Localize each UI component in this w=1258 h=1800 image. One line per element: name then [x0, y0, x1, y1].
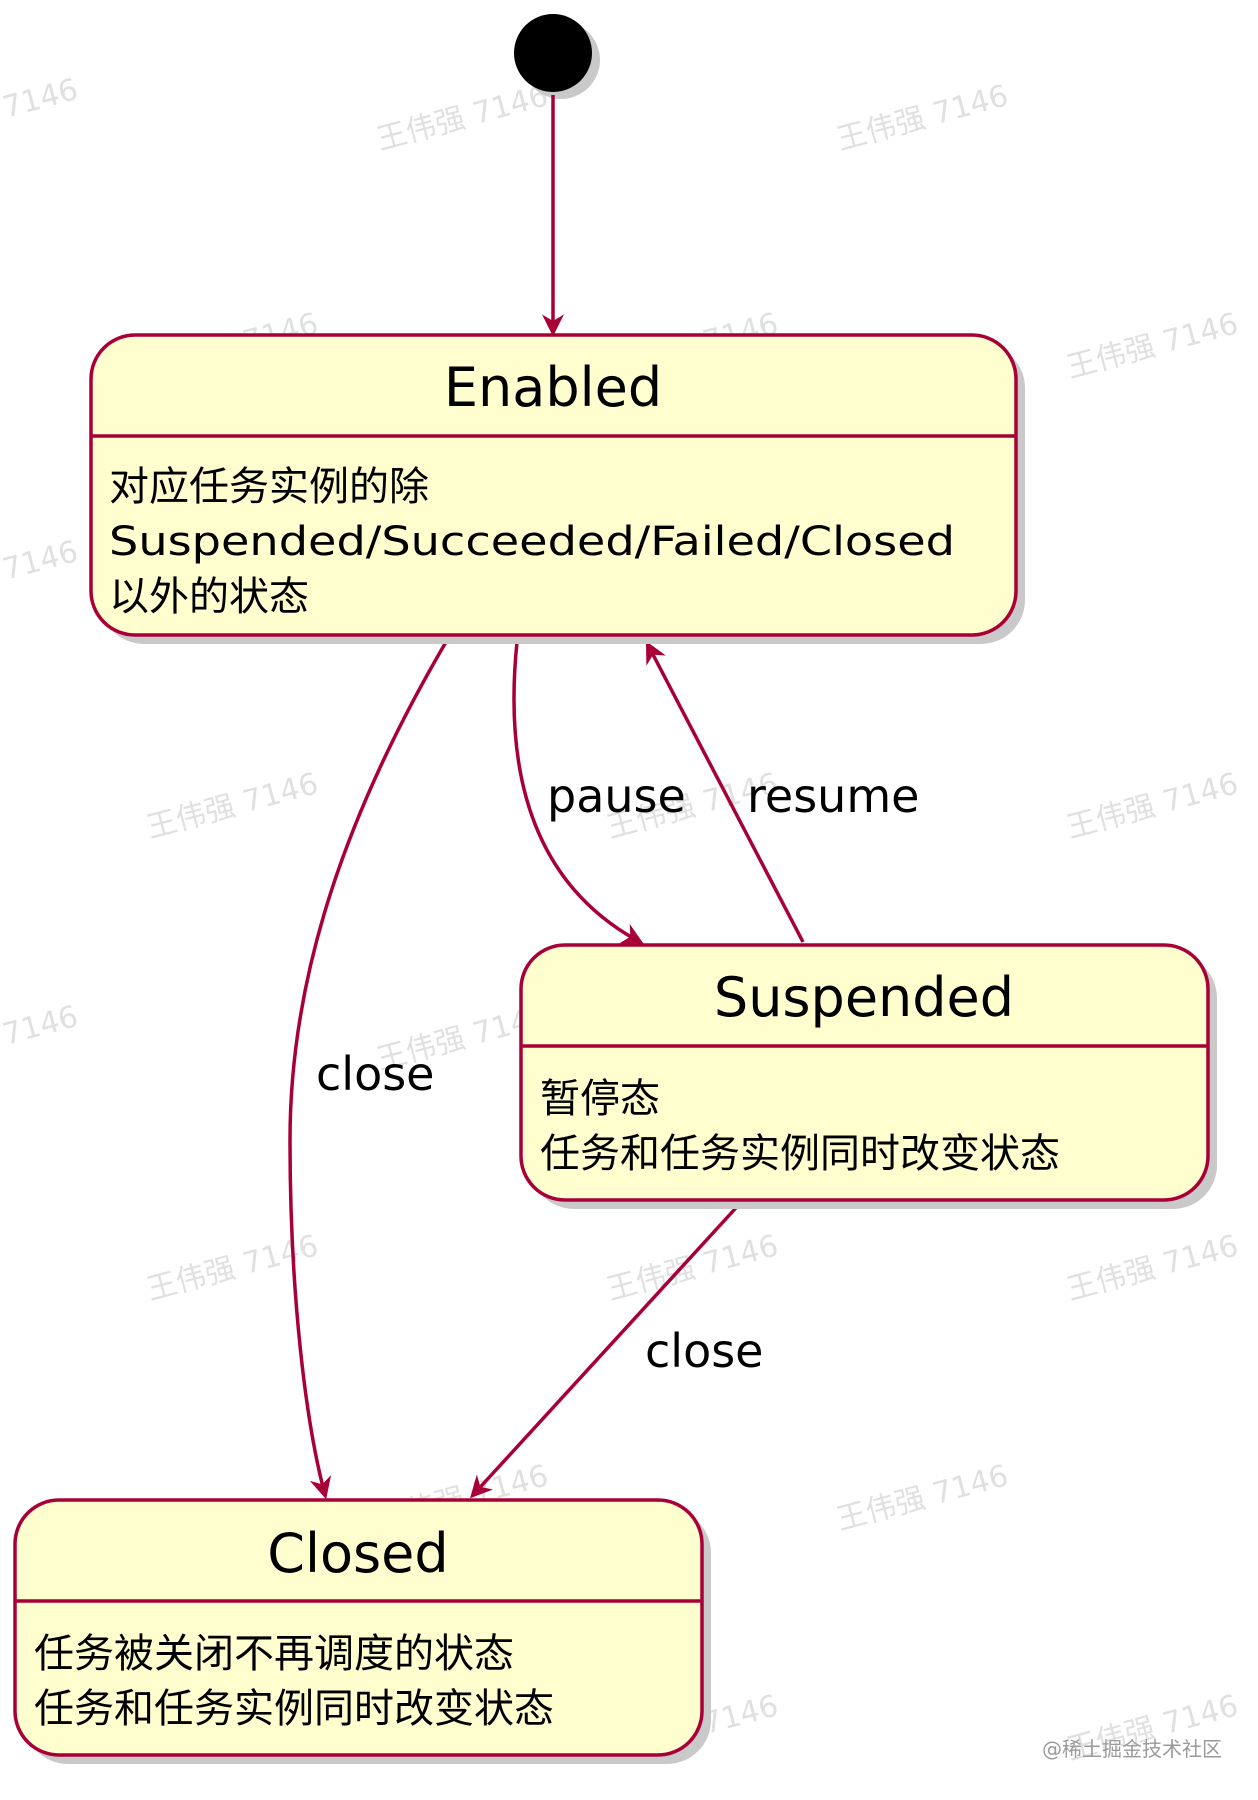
state-enabled-desc-line: Suspended/Succeeded/Failed/Closed [109, 519, 955, 565]
watermark-text: 7146 [0, 534, 82, 588]
state-enabled-desc-line: 对应任务实例的除 [109, 464, 429, 510]
state-closed-box [13, 1498, 704, 1757]
watermark-text: 王伟强 7146 [603, 1228, 782, 1307]
state-enabled: Enabled 对应任务实例的除 Suspended/Succeeded/Fai… [89, 333, 1025, 644]
transitions [288, 95, 805, 1500]
site-watermark: @稀土掘金技术社区 [1042, 1737, 1222, 1761]
state-suspended-box [519, 943, 1210, 1202]
close-label-from-suspended: close [645, 1324, 763, 1378]
initial-state-dot [514, 14, 592, 92]
watermark-text: 王伟强 7146 [143, 766, 322, 845]
close-label-from-enabled: close [316, 1047, 434, 1101]
pause-label: pause [547, 769, 686, 823]
state-enabled-title: Enabled [444, 356, 662, 419]
state-suspended-title: Suspended [714, 966, 1014, 1029]
watermark-text: 王伟强 7146 [833, 78, 1012, 157]
watermark-text: 王伟强 7146 [1063, 1228, 1242, 1307]
initial-state [514, 14, 600, 99]
transition-pause [512, 641, 644, 945]
state-closed-desc-line: 任务被关闭不再调度的状态 [34, 1631, 514, 1677]
state-suspended: Suspended 暂停态 任务和任务实例同时改变状态 [519, 943, 1217, 1209]
state-closed-title: Closed [267, 1522, 448, 1585]
transition-enabled-to-closed [288, 641, 448, 1500]
state-suspended-desc-line: 任务和任务实例同时改变状态 [540, 1131, 1060, 1177]
watermark-text: 王伟强 7146 [1063, 306, 1242, 385]
watermark-text: 7146 [0, 999, 82, 1053]
transition-suspended-to-closed [470, 1196, 747, 1499]
watermark-text: 7146 [0, 72, 82, 126]
watermark-text: 王伟强 7146 [1063, 766, 1242, 845]
state-suspended-desc-line: 暂停态 [540, 1076, 660, 1122]
watermark-text: 王伟强 7146 [373, 78, 552, 157]
state-enabled-desc-line: 以外的状态 [109, 574, 309, 620]
state-closed: Closed 任务被关闭不再调度的状态 任务和任务实例同时改变状态 [13, 1498, 711, 1764]
state-enabled-box [89, 333, 1018, 637]
resume-label: resume [747, 769, 919, 823]
state-closed-desc-line: 任务和任务实例同时改变状态 [34, 1686, 554, 1732]
transition-resume [645, 641, 805, 943]
watermark-text: 王伟强 7146 [833, 1458, 1012, 1537]
